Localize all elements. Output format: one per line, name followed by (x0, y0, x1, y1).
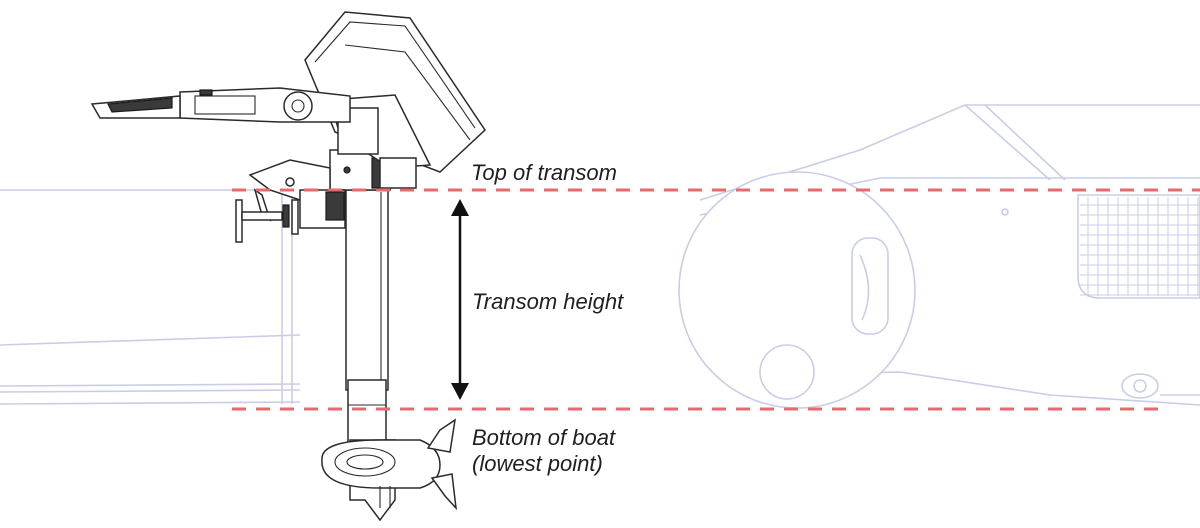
propeller-housing (321, 418, 458, 522)
top-of-transom-label: Top of transom (471, 160, 617, 185)
bottom-of-boat-label: Bottom of boat (472, 425, 616, 450)
boat-hull (0, 104, 1200, 409)
hull-circle (678, 171, 916, 409)
tiller-handle (90, 87, 351, 123)
hull-eye-mark (1121, 373, 1159, 399)
hull-slot (851, 237, 889, 335)
height-arrow-icon (451, 199, 469, 400)
outboard-motor (90, 11, 486, 522)
transom-height-label: Transom height (472, 289, 624, 314)
lowest-point-label: (lowest point) (472, 451, 603, 476)
motor-shaft (345, 189, 389, 391)
vent-grid (1077, 194, 1200, 299)
motor-head (304, 11, 486, 189)
